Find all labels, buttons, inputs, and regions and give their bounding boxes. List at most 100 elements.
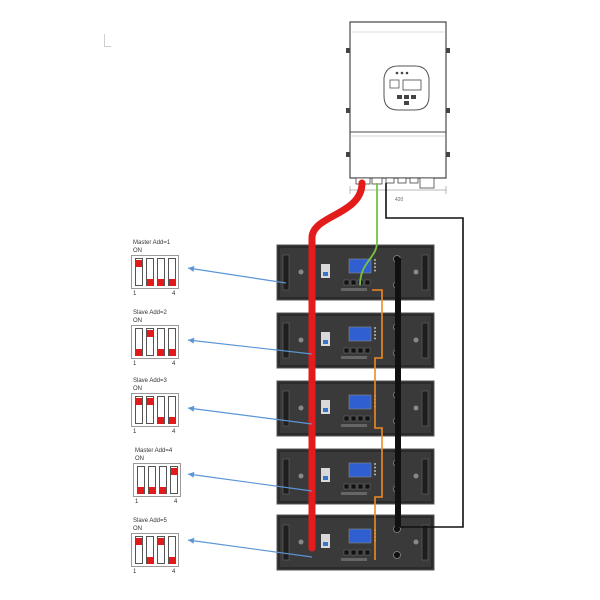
dip-switch-lever-3 xyxy=(157,258,165,286)
status-led xyxy=(374,327,376,329)
dip-switch-lever-2 xyxy=(148,466,156,494)
battery-handle-right xyxy=(421,254,429,291)
battery-screw xyxy=(298,269,304,275)
dip-last-index: 4 xyxy=(174,499,178,505)
dip-address-label: Master Add=1 xyxy=(133,240,171,246)
dip-switch-housing xyxy=(133,463,181,497)
battery-breaker-indicator xyxy=(323,272,328,276)
comm-port xyxy=(343,279,350,286)
battery-label xyxy=(341,288,367,291)
dip-switch-lever-1 xyxy=(135,328,143,356)
comm-port xyxy=(364,483,371,490)
battery-screw xyxy=(298,539,304,545)
pointer-arrow-head xyxy=(188,537,195,544)
battery-screw xyxy=(413,337,419,343)
dip-lever-off xyxy=(149,487,155,494)
inverter: 420 xyxy=(346,21,450,203)
battery-handle-left xyxy=(282,524,290,561)
dip-lever-off xyxy=(169,417,175,424)
cables xyxy=(308,179,464,560)
comm-port xyxy=(357,347,364,354)
dip-address-label: Master Add=4 xyxy=(135,448,173,454)
battery-module xyxy=(276,514,435,571)
dip-lever-off xyxy=(158,349,164,356)
dip-lever-off xyxy=(138,487,144,494)
battery-breaker xyxy=(321,400,330,414)
dip-switch-lever-3 xyxy=(157,536,165,564)
comm-port xyxy=(343,549,350,556)
dip-lever-off xyxy=(169,279,175,286)
battery-breaker-indicator xyxy=(323,476,328,480)
dip-lever-off xyxy=(147,279,153,286)
status-led xyxy=(374,259,376,261)
battery-module xyxy=(276,448,435,505)
status-led xyxy=(374,330,376,333)
status-led xyxy=(374,470,376,472)
battery-module xyxy=(276,312,435,369)
comm-port xyxy=(343,483,350,490)
comm-port xyxy=(357,483,364,490)
comm-port xyxy=(350,347,357,354)
dip-lever-on xyxy=(136,260,142,267)
dip-lever-off xyxy=(169,557,175,564)
comm-port xyxy=(364,549,371,556)
dip-switch-lever-2 xyxy=(146,396,154,424)
dip-first-index: 1 xyxy=(133,291,137,297)
battery-lcd-display xyxy=(348,394,372,410)
dip-lever-off xyxy=(136,349,142,356)
comm-port xyxy=(350,483,357,490)
dip-address-label: Slave Add=5 xyxy=(133,518,167,524)
dip-lever-on xyxy=(136,538,142,545)
dip-switch-lever-4 xyxy=(168,328,176,356)
battery-lcd-display xyxy=(348,326,372,342)
battery-screw xyxy=(413,539,419,545)
battery-screw xyxy=(413,473,419,479)
battery-breaker-indicator xyxy=(323,408,328,412)
crop-mark xyxy=(104,34,111,47)
battery-label xyxy=(341,356,367,359)
pointer-arrow-head xyxy=(188,337,195,344)
dip-first-index: 1 xyxy=(135,499,139,505)
comm-port xyxy=(357,415,364,422)
dip-first-index: 1 xyxy=(133,429,137,435)
battery-handle-left xyxy=(282,254,290,291)
dip-switch-lever-1 xyxy=(135,396,143,424)
battery-screw xyxy=(413,405,419,411)
dip-lever-on xyxy=(147,398,153,405)
battery-screw xyxy=(298,405,304,411)
status-led xyxy=(374,337,376,340)
dip-lever-off xyxy=(169,349,175,356)
comm-port xyxy=(357,549,364,556)
pointer-arrow-line xyxy=(187,267,287,284)
battery-breaker-indicator xyxy=(323,340,328,344)
dip-lever-on xyxy=(147,330,153,337)
battery-module xyxy=(276,244,435,301)
dip-switch-lever-4 xyxy=(170,466,178,494)
battery-handle-right xyxy=(421,390,429,427)
dip-switch-lever-1 xyxy=(135,258,143,286)
dip-switch-lever-2 xyxy=(146,258,154,286)
battery-lcd-display xyxy=(348,258,372,274)
status-led xyxy=(374,466,376,469)
battery-terminal xyxy=(393,551,401,559)
comm-port xyxy=(350,415,357,422)
dip-last-index: 4 xyxy=(172,361,176,367)
dip-lever-on xyxy=(136,398,142,405)
inverter-control-panel xyxy=(383,65,430,111)
dip-switch-lever-2 xyxy=(146,536,154,564)
status-led xyxy=(374,473,376,476)
comm-port xyxy=(364,279,371,286)
inverter-dimension: 420 xyxy=(395,197,404,203)
dip-lever-on xyxy=(158,538,164,545)
dip-address-label: Slave Add=3 xyxy=(133,378,167,384)
dip-lever-off xyxy=(158,279,164,286)
battery-lcd-display xyxy=(348,462,372,478)
status-led xyxy=(374,463,376,465)
battery-label xyxy=(341,558,367,561)
dip-last-index: 4 xyxy=(172,429,176,435)
